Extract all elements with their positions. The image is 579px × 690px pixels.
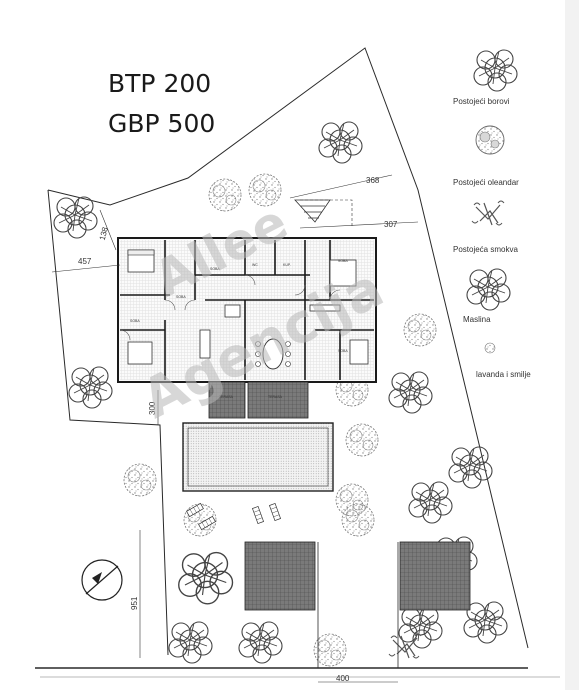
legend-lavender-icon bbox=[484, 342, 496, 354]
right-edge-strip bbox=[565, 0, 579, 690]
svg-text:SOBA: SOBA bbox=[176, 295, 186, 299]
dim-368: 368 bbox=[366, 176, 380, 185]
svg-text:WC: WC bbox=[252, 263, 258, 267]
legend-olive-icon bbox=[466, 268, 511, 311]
gbp-label: GBP 500 bbox=[108, 109, 215, 138]
parking-canopy-left bbox=[244, 541, 316, 611]
legend-fig-icon bbox=[471, 200, 505, 226]
svg-text:SOBA: SOBA bbox=[130, 319, 140, 323]
legend-icons bbox=[466, 49, 518, 354]
house-floorplan: SOBA SOBA WC KUP. SOBA SOBA SOBA bbox=[117, 237, 377, 383]
legend-pine-icon bbox=[473, 49, 518, 92]
dim-138: 138 bbox=[98, 226, 110, 242]
dim-457: 457 bbox=[78, 257, 92, 266]
svg-text:SOBA: SOBA bbox=[338, 349, 348, 353]
legend-olive-label: Maslina bbox=[463, 315, 491, 324]
dimension-lines bbox=[51, 174, 419, 683]
btp-label: BTP 200 bbox=[108, 69, 211, 98]
north-arrow-icon bbox=[81, 559, 123, 601]
svg-text:TERASA: TERASA bbox=[268, 395, 283, 399]
legend-pines-label: Postojeći borovi bbox=[453, 97, 510, 106]
terrace-left bbox=[208, 381, 246, 419]
svg-text:SOBA: SOBA bbox=[210, 267, 220, 271]
legend-lavender-label: lavanda i smilje bbox=[476, 370, 531, 379]
parking-canopy-right bbox=[399, 541, 471, 611]
legend-oleander-label: Postojeći oleandar bbox=[453, 178, 519, 187]
dim-307: 307 bbox=[384, 220, 398, 229]
plot-boundary bbox=[47, 47, 529, 656]
svg-text:TERASA: TERASA bbox=[219, 395, 234, 399]
terrace-right bbox=[247, 381, 309, 419]
legend-fig-label: Postojeća smokva bbox=[453, 245, 518, 254]
svg-text:SOBA: SOBA bbox=[338, 259, 348, 263]
dim-300: 300 bbox=[148, 401, 157, 415]
svg-text:KUP.: KUP. bbox=[283, 263, 291, 267]
dim-951: 951 bbox=[130, 596, 139, 610]
pool bbox=[182, 422, 334, 492]
legend-oleander-icon bbox=[475, 125, 505, 155]
entrance-stair bbox=[294, 199, 331, 223]
dim-400: 400 bbox=[336, 674, 350, 683]
